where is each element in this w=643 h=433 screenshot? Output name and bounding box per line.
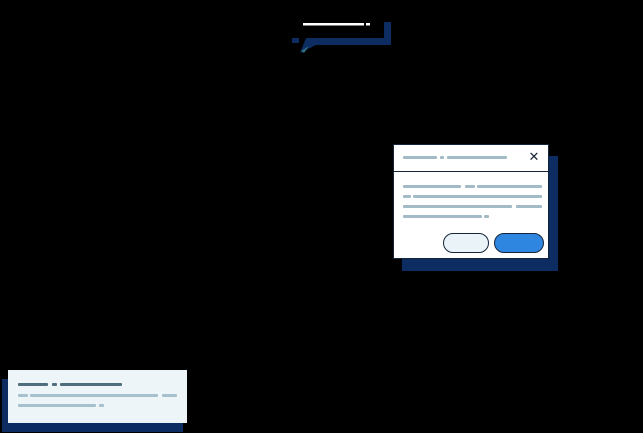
modal-dialog: ✕ (393, 144, 549, 259)
skeleton-line-segment (18, 404, 96, 407)
dialog-footer (394, 233, 548, 253)
primary-button[interactable] (494, 233, 544, 253)
skeleton-line-segment (403, 195, 411, 198)
skeleton-line-segment (440, 156, 444, 159)
skeleton-line-segment (18, 383, 48, 386)
tooltip-card (8, 370, 187, 423)
logo-underline-white (303, 23, 364, 26)
skeleton-line-segment (484, 215, 489, 218)
dialog-title-skeleton (394, 145, 548, 171)
logo-dot (292, 38, 299, 43)
logo-bracket-horizontal (312, 38, 391, 45)
logo-underline-dash (366, 23, 370, 26)
skeleton-line-segment (465, 185, 475, 188)
skeleton-line-segment (30, 394, 158, 397)
close-icon[interactable]: ✕ (525, 148, 543, 166)
logo-graphic (292, 22, 391, 53)
skeleton-line-segment (516, 205, 542, 208)
skeleton-line-segment (403, 156, 437, 159)
secondary-button[interactable] (443, 233, 489, 253)
dialog-header: ✕ (394, 145, 548, 172)
skeleton-line-segment (477, 185, 542, 188)
skeleton-line-segment (99, 404, 104, 407)
skeleton-line-segment (447, 156, 507, 159)
skeleton-line-segment (403, 205, 512, 208)
skeleton-line-segment (18, 394, 28, 397)
skeleton-line-segment (403, 215, 482, 218)
logo-tail-accent (301, 46, 309, 53)
skeleton-line-segment (413, 195, 542, 198)
skeleton-line-segment (52, 383, 57, 386)
skeleton-line-segment (162, 394, 177, 397)
skeleton-line-segment (60, 383, 122, 386)
dialog-body-skeleton (394, 145, 548, 258)
logo-bracket-vertical (384, 22, 391, 45)
skeleton-line-segment (403, 185, 461, 188)
